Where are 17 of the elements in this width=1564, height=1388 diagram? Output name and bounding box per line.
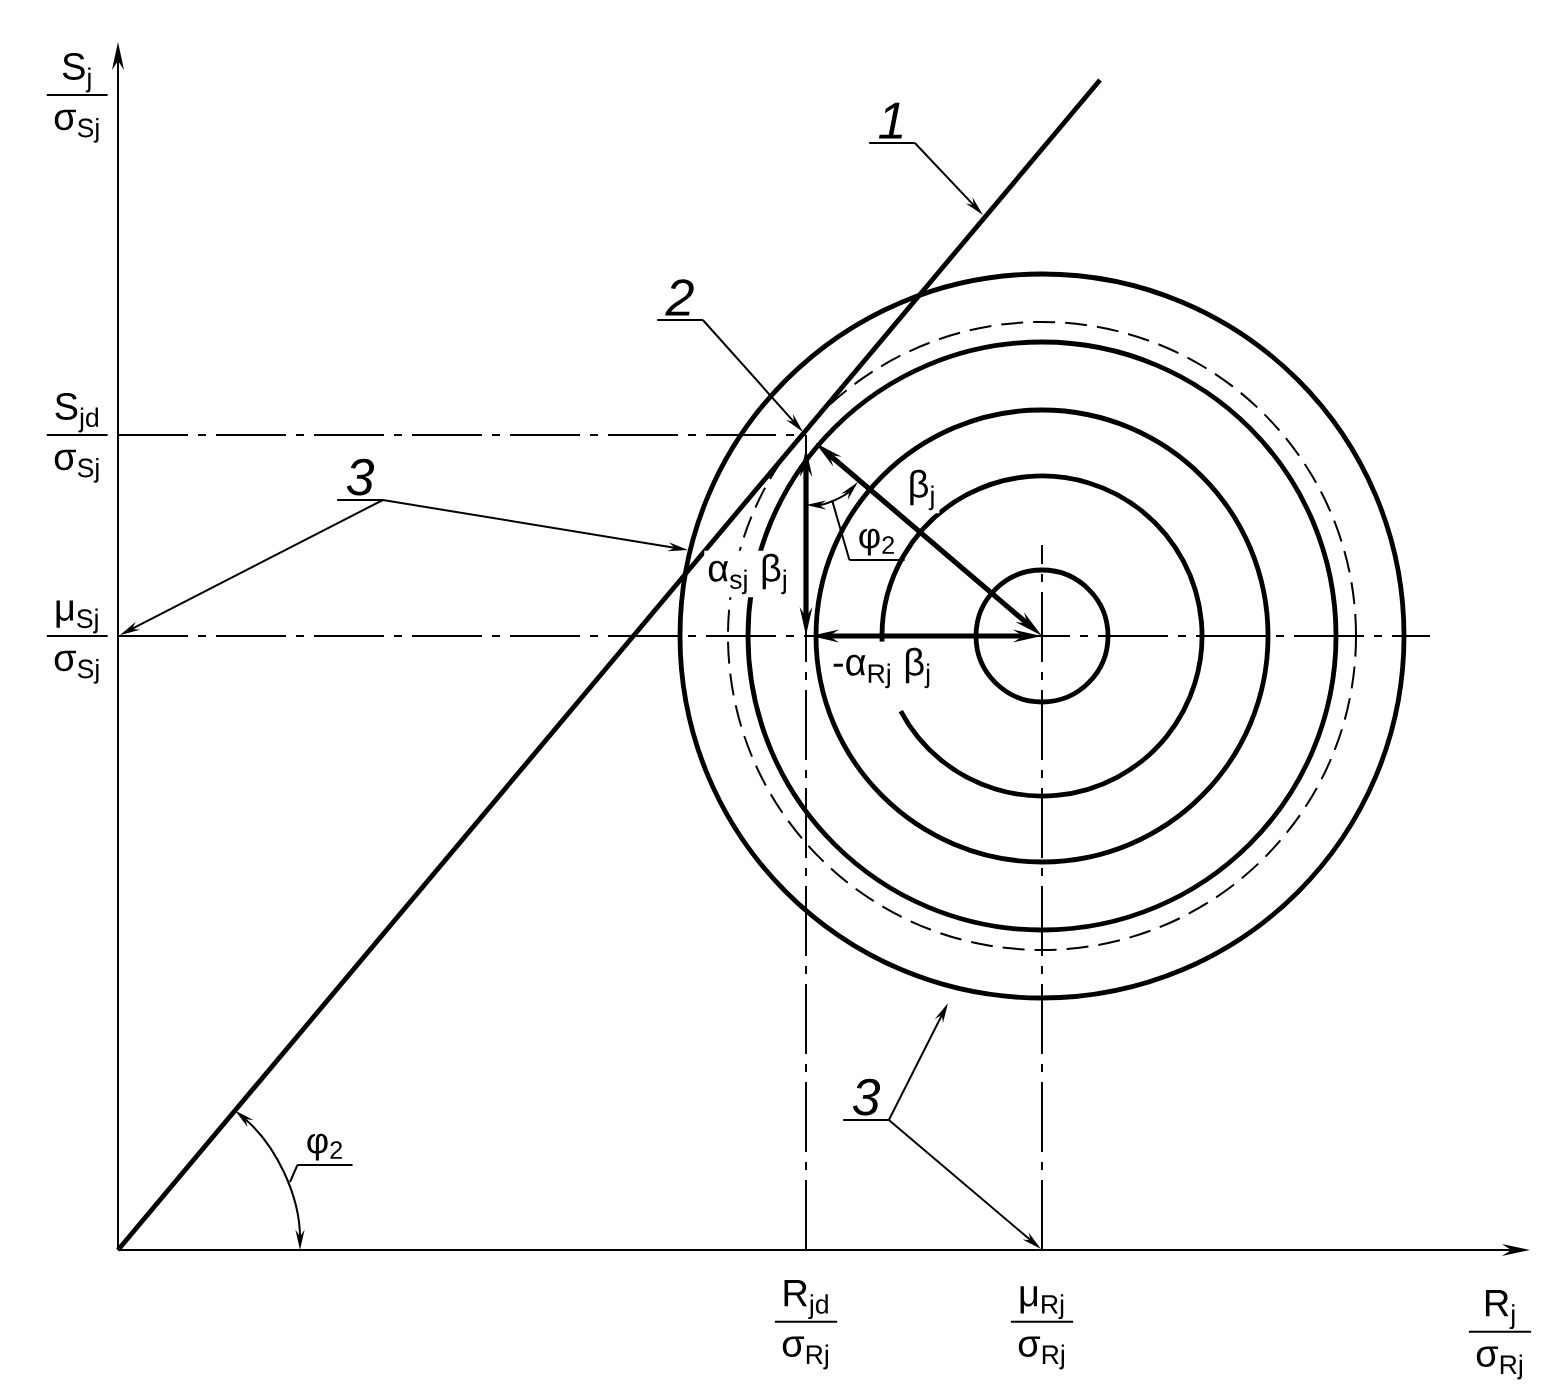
callout-number: 1 <box>868 102 916 144</box>
callout-number: 3 <box>336 458 384 501</box>
axis-label: S$_{jd}$ σ$_{Sj}$ <box>45 392 109 483</box>
axis-label: R$_{j}$ σ$_{Rj}$ <box>1467 1290 1533 1380</box>
vector-label: α$_{sj}$ β$_{j}$ <box>704 550 792 598</box>
angle-label: φ$_{2}$ <box>296 1133 354 1166</box>
vector-label: β$_{j}$ <box>904 466 940 514</box>
callout-number: 3 <box>842 1078 890 1121</box>
vector-label: -α$_{Rj}$ β$_{j}$ <box>829 644 936 692</box>
axis-label: S$_{j}$ σ$_{Sj}$ <box>45 52 109 143</box>
leader-line <box>831 499 851 561</box>
leader-line <box>289 1164 299 1183</box>
axis-label: μ$_{Rj}$ σ$_{Rj}$ <box>1009 1286 1075 1370</box>
angle-label: φ$_{2}$ <box>848 528 906 561</box>
axis-label: μ$_{Sj}$ σ$_{Sj}$ <box>45 600 109 684</box>
callout-number: 2 <box>656 279 704 321</box>
axis-label: R$_{jd}$ σ$_{Rj}$ <box>773 1280 839 1370</box>
